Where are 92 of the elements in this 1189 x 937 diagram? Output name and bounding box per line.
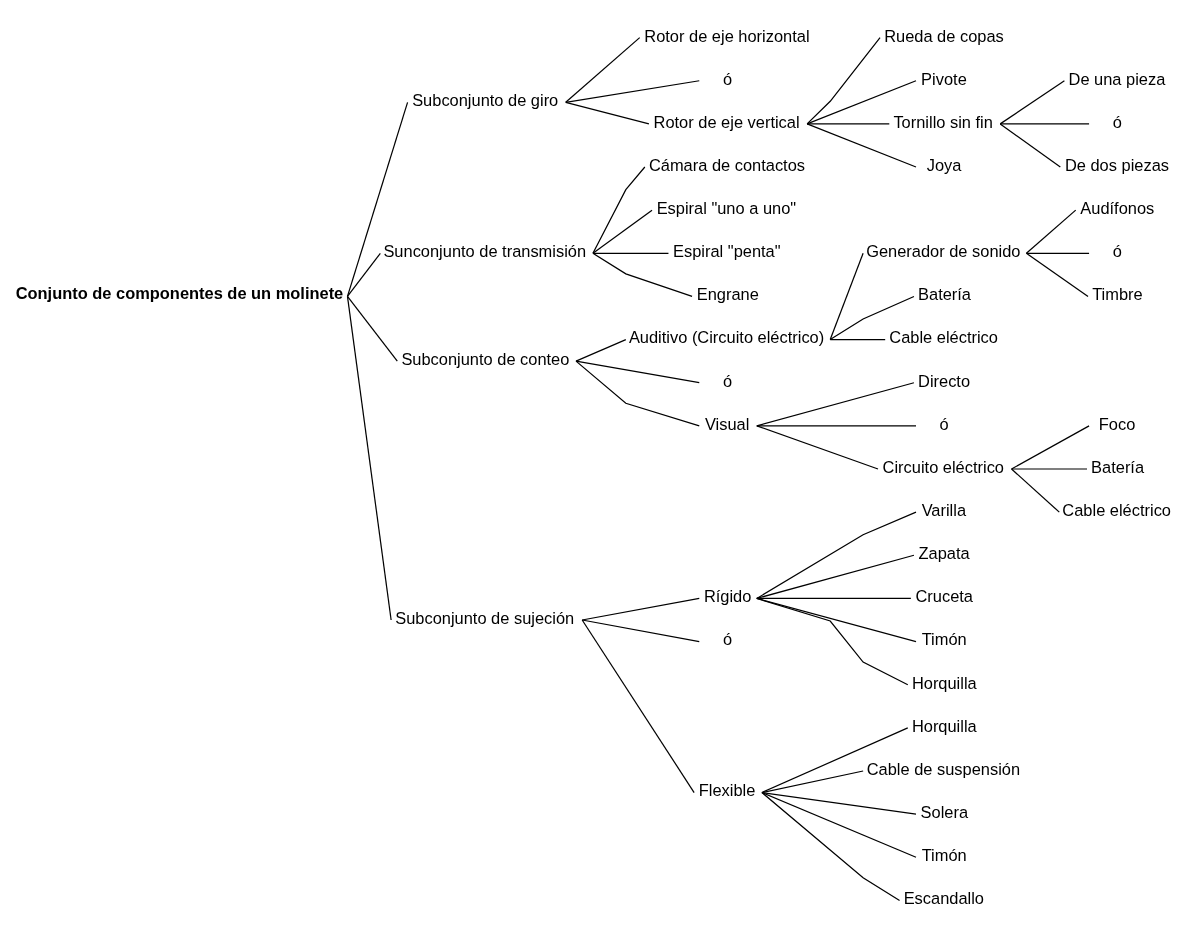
connector	[592, 252, 693, 297]
connector	[761, 769, 864, 793]
connector	[1025, 209, 1077, 254]
node-text: Cruceta	[915, 586, 973, 605]
connector	[1010, 467, 1088, 470]
connector	[829, 252, 864, 340]
node-text: Foco	[1098, 414, 1136, 433]
node-text: Audífonos	[1080, 198, 1155, 217]
node-text: ó	[1112, 112, 1122, 131]
node-text: Sunconjunto de transmisión	[383, 241, 587, 260]
connector	[565, 79, 700, 103]
node-text: Batería	[1091, 457, 1145, 476]
connector	[592, 252, 670, 254]
connector	[581, 618, 695, 793]
connector	[806, 36, 881, 124]
connector	[756, 597, 909, 685]
node-text: Auditivo (Circuito eléctrico)	[628, 327, 825, 346]
connector	[756, 554, 915, 599]
node-text: Rueda de copas	[884, 26, 1004, 44]
node-text: Timbre	[1092, 284, 1143, 303]
node-text: Engrane	[696, 284, 759, 303]
connector	[581, 597, 700, 621]
node-text: Espiral "uno a uno"	[656, 198, 797, 217]
node-text: ó	[722, 69, 733, 88]
node-text: De dos piezas	[1064, 155, 1170, 174]
connector	[806, 122, 917, 168]
connector	[756, 597, 917, 642]
node-text: De una pieza	[1068, 69, 1166, 88]
node-text: Tornillo sin fin	[893, 112, 993, 131]
node-text: Rígido	[703, 586, 752, 605]
node-text: ó	[722, 629, 733, 648]
connector	[346, 295, 398, 362]
connector	[592, 165, 646, 254]
connector	[761, 791, 917, 815]
node-text: Cable eléctrico	[889, 327, 998, 346]
connector	[756, 511, 917, 599]
node-text: Zapata	[918, 543, 970, 562]
node-text: Timón	[921, 845, 967, 864]
connector	[581, 618, 700, 642]
node-text: Cable de suspensión	[866, 759, 1021, 778]
connector	[756, 424, 917, 426]
connector	[999, 122, 1061, 168]
node-text: Rotor de eje horizontal	[644, 26, 810, 44]
node-text: Subconjunto de conteo	[401, 349, 570, 368]
connector	[999, 122, 1090, 124]
connector	[1010, 467, 1060, 513]
node-text: Horquilla	[911, 716, 977, 735]
connector	[806, 79, 917, 124]
node-text: Visual	[704, 414, 750, 433]
node-text: Espiral "penta"	[673, 241, 781, 260]
node-text: Cámara de contactos	[648, 155, 806, 174]
node-text: Timón	[921, 629, 967, 648]
node-text: Joya	[926, 155, 962, 174]
connector	[565, 101, 650, 124]
node-text: Rotor de eje vertical	[653, 112, 800, 131]
connector	[346, 295, 392, 621]
connector	[346, 252, 381, 297]
node-text: Subconjunto de giro	[412, 90, 559, 109]
node-text: Horquilla	[911, 673, 977, 692]
connector	[756, 424, 879, 470]
node-text: ó	[1112, 241, 1122, 260]
node-text: Subconjunto de sujeción	[395, 608, 575, 627]
node-text: Circuito eléctrico	[882, 457, 1005, 476]
connector	[999, 79, 1066, 124]
node-text: Flexible	[698, 780, 756, 799]
connector	[575, 360, 700, 426]
node-text: ó	[939, 414, 949, 433]
connector	[756, 381, 915, 426]
connector	[761, 791, 901, 901]
node-text: Varilla	[921, 500, 967, 519]
connector	[1010, 424, 1090, 470]
connector	[761, 791, 917, 858]
connector	[565, 36, 641, 103]
connector	[829, 338, 886, 340]
node-text: Conjunto de componentes de un molinete	[15, 283, 344, 302]
connector	[1025, 252, 1090, 254]
connector	[575, 360, 700, 383]
connector	[829, 295, 915, 340]
node-text: Escandallo	[903, 888, 985, 907]
connector	[761, 726, 909, 793]
node-text: Pivote	[921, 69, 967, 88]
node-text: Batería	[918, 284, 972, 303]
connector	[575, 338, 627, 362]
node-text: Solera	[920, 802, 969, 821]
connector	[1025, 252, 1089, 297]
node-text: Cable eléctrico	[1062, 500, 1171, 519]
node-text: Directo	[918, 371, 971, 390]
connector	[592, 209, 653, 254]
connector	[346, 101, 409, 297]
connector	[806, 122, 890, 124]
node-text: ó	[722, 371, 733, 390]
node-text: Generador de sonido	[866, 241, 1021, 260]
